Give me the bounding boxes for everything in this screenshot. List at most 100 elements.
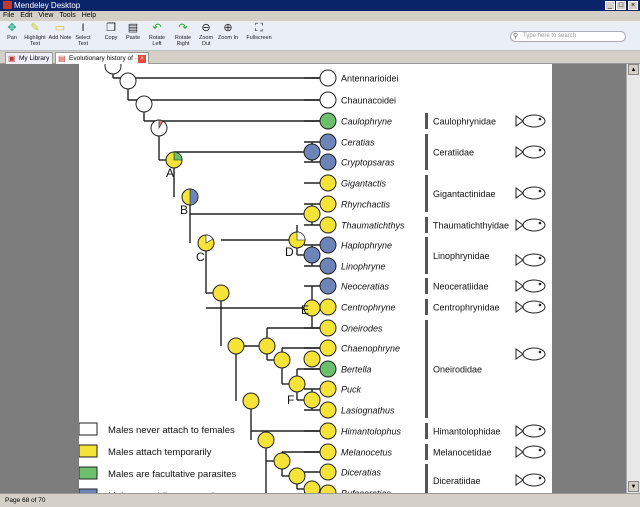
maximize-button[interactable]: □ (616, 1, 626, 10)
ancestral-state-node (303, 143, 321, 161)
taxon-state-circle (319, 463, 337, 481)
family-name: Neoceratiidae (433, 282, 489, 292)
fish-illustration (515, 300, 546, 314)
menu-view[interactable]: View (38, 12, 54, 19)
taxon-state-circle (319, 484, 337, 493)
fish-illustration (515, 445, 546, 459)
family-name: Caulophrynidae (433, 117, 496, 127)
family-bar (425, 175, 428, 212)
state-probability-slice (158, 119, 164, 130)
taxon-name: Oneirodes (341, 324, 383, 334)
ancestral-state-node (303, 480, 321, 493)
taxon-state-circle (319, 133, 337, 151)
rotate-right-button[interactable]: ↷Rotate Right (174, 22, 192, 48)
vertical-scrollbar[interactable]: ▲ ▼ (626, 64, 640, 493)
highlight-text-button[interactable]: ✎Highlight Text (24, 22, 46, 48)
taxon-state-circle (319, 69, 337, 87)
family-bar (425, 134, 428, 170)
taxon-name: Melanocetus (341, 448, 393, 458)
legend-label: Males never attach to females (108, 425, 235, 436)
scroll-down-icon[interactable]: ▼ (628, 481, 639, 492)
legend-label: Males are obligate parasites (108, 491, 227, 493)
state-probability-slice (205, 234, 214, 244)
taxon-state-circle (319, 236, 337, 254)
taxon-state-circle (319, 277, 337, 295)
taxon-state-circle (319, 216, 337, 234)
close-window-button[interactable]: × (628, 1, 638, 10)
fish-eye (538, 148, 542, 152)
paste-button[interactable]: ▤Paste (125, 22, 141, 42)
fish-tail (515, 348, 524, 360)
tab-my-library[interactable]: ▣My Library (5, 52, 53, 64)
zoom-out-icon: ⊖ (201, 22, 211, 34)
legend-label: Males are facultative parasites (108, 469, 237, 480)
copy-button[interactable]: ❐Copy (104, 22, 118, 42)
family-bar (425, 299, 428, 315)
fish-eye (538, 282, 542, 286)
add-note-button[interactable]: ▭Add Note (48, 22, 72, 42)
fish-body (522, 424, 546, 438)
taxon-name: Caulophryne (341, 117, 392, 127)
ancestral-state-node (288, 375, 306, 393)
pan-button[interactable]: ✥Pan (7, 22, 17, 42)
taxon-state-circle (319, 153, 337, 171)
family-bar (425, 423, 428, 439)
fish-tail (515, 474, 524, 486)
menu-help[interactable]: Help (81, 12, 97, 19)
window-title: Mendeley Desktop (14, 1, 81, 10)
taxon-state-circle (319, 443, 337, 461)
ancestral-state-node (303, 350, 321, 368)
zoom-out-button[interactable]: ⊖Zoom Out (198, 22, 214, 48)
node-label: D (285, 245, 294, 259)
menu-tools[interactable]: Tools (59, 12, 76, 19)
ancestral-state-node (273, 351, 291, 369)
taxon-name: Himantolophus (341, 427, 402, 437)
scroll-up-icon[interactable]: ▲ (628, 64, 639, 75)
fullscreen-button[interactable]: ⛶Fullscreen (246, 22, 272, 42)
fish-illustration (515, 473, 546, 487)
fish-eye (538, 117, 542, 121)
ancestral-state-node (303, 246, 321, 264)
taxon-name: Bufoceratias (341, 489, 392, 494)
fish-body (522, 145, 546, 159)
taxon-state-circle (319, 195, 337, 213)
taxon-state-circle (319, 401, 337, 419)
menu-edit[interactable]: Edit (20, 12, 33, 19)
minimize-button[interactable]: _ (605, 1, 615, 10)
fish-tail (515, 146, 524, 158)
family-bar (425, 278, 428, 294)
fish-body (522, 445, 546, 459)
fish-body (522, 114, 546, 128)
ancestral-state-node (242, 392, 260, 410)
menu-file[interactable]: File (3, 12, 15, 19)
fish-eye (538, 256, 542, 260)
fish-tail (515, 446, 524, 458)
fish-eye (538, 427, 542, 431)
state-probability-slice (173, 151, 183, 161)
rotate-left-button[interactable]: ↶Rotate Left (148, 22, 166, 48)
ancestral-state-node (303, 391, 321, 409)
tab-document[interactable]: ▤Evolutionary history of ···× (55, 52, 149, 64)
fish-body (522, 253, 546, 267)
fish-tail (515, 301, 524, 313)
zoom-in-button[interactable]: ⊕Zoom In (217, 22, 239, 42)
family-bar (425, 237, 428, 274)
family-name: Linophrynidae (433, 251, 490, 261)
page-indicator: Page 68 of 70 (5, 497, 46, 504)
family-name: Thaumatichthyidae (433, 221, 509, 231)
app-logo-icon (3, 1, 12, 9)
ancestral-state-node (273, 452, 291, 470)
family-name: Himantolophidae (433, 427, 501, 437)
fish-illustration (515, 218, 546, 232)
family-bar (425, 217, 428, 233)
taxon-name: Puck (341, 385, 362, 395)
node-label: C (196, 250, 205, 264)
fish-tail (515, 187, 524, 199)
search-input[interactable]: ⚲Type here to search (510, 31, 626, 42)
close-tab-icon[interactable]: × (138, 55, 146, 63)
search-icon: ⚲ (513, 33, 519, 40)
highlight-icon: ✎ (30, 22, 40, 34)
paste-icon: ▤ (127, 22, 139, 34)
